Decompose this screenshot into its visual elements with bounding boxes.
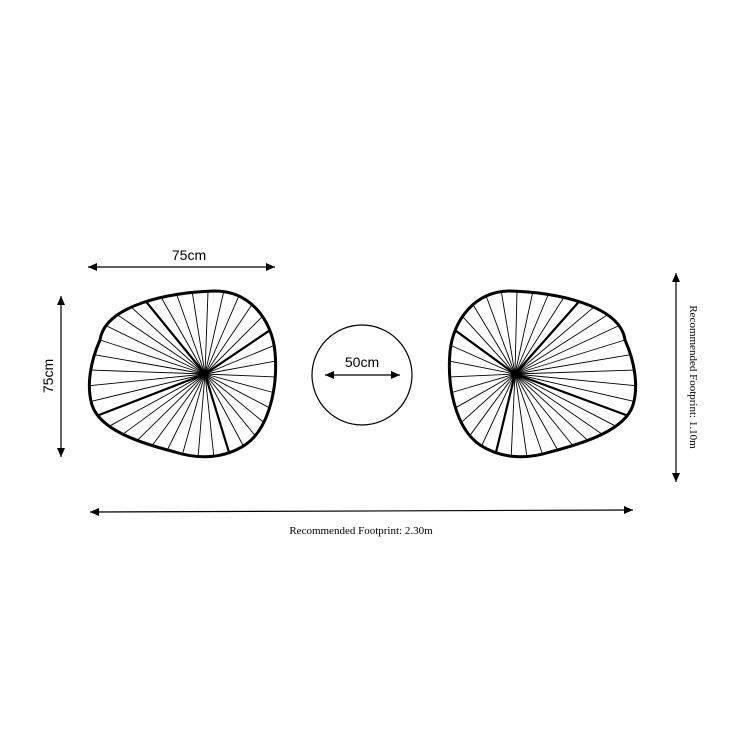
chair-spoke	[99, 339, 206, 375]
chair-spoke	[204, 373, 215, 457]
chair-spoke	[514, 373, 543, 455]
chair-spoke	[105, 325, 206, 375]
chair-spoke	[460, 373, 516, 423]
chair-spoke	[89, 373, 206, 387]
chair-spoke	[514, 373, 603, 435]
chair-spoke	[117, 314, 206, 375]
chair-spoke	[514, 373, 574, 446]
chair-spoke	[204, 373, 270, 409]
chair-spoke	[514, 373, 617, 427]
chair-spoke	[108, 373, 206, 427]
chair-spoke	[514, 297, 565, 375]
chair-spoke	[204, 291, 225, 375]
chair-spoke	[514, 373, 589, 441]
chair-spoke	[204, 373, 244, 447]
right-chair	[447, 289, 638, 459]
chair-spoke	[514, 373, 635, 402]
chair-spoke	[514, 354, 631, 375]
chair-spoke	[451, 373, 516, 393]
left-chair-hub	[201, 370, 209, 378]
chair-spoke	[514, 373, 528, 457]
chair-spoke	[203, 373, 231, 454]
chair-spoke	[90, 369, 206, 375]
footprint-width-arrow	[89, 506, 634, 516]
chair-spoke	[97, 372, 206, 417]
chair-spoke	[514, 292, 534, 375]
chair-spoke	[485, 295, 516, 375]
chair-spoke	[454, 329, 516, 375]
chair-spoke	[204, 295, 240, 375]
right-chair-outline	[447, 289, 638, 459]
chair-spoke	[204, 291, 209, 375]
chair-spoke	[481, 373, 516, 447]
left-chair-spokes	[89, 291, 276, 457]
chair-spoke	[204, 316, 263, 375]
chair-spoke	[136, 373, 206, 441]
chair-spoke	[204, 373, 256, 436]
chair-spoke	[514, 373, 636, 387]
chair-spoke	[191, 292, 206, 375]
chair-spoke	[94, 354, 206, 375]
chair-spoke	[514, 291, 518, 375]
chair-spoke	[204, 304, 253, 375]
chair-spoke	[182, 373, 206, 455]
chair-spoke	[449, 373, 516, 378]
chair-spoke	[90, 373, 206, 402]
chair-spoke	[514, 294, 549, 375]
chair-spoke	[204, 373, 264, 423]
chair-spoke	[514, 373, 559, 451]
chair-spoke	[514, 372, 628, 417]
footprint-depth-label: Recommended Footprint: 1.10m	[687, 305, 699, 449]
chair-spoke	[455, 373, 516, 409]
chair-spoke	[469, 373, 516, 436]
chair-spoke	[449, 360, 516, 375]
chair-spoke	[472, 304, 516, 375]
chair-width-label: 75cm	[172, 247, 206, 263]
footprint-width-label: Recommended Footprint: 2.30m	[289, 525, 433, 537]
chair-spoke	[151, 373, 206, 446]
chair-spoke	[514, 306, 594, 375]
chair-spoke	[197, 373, 206, 457]
chair-spoke	[514, 339, 626, 375]
chair-depth-label: 75cm	[40, 359, 56, 393]
table-diameter-label: 50cm	[345, 354, 379, 370]
chair-spoke	[176, 294, 206, 375]
chair-spoke	[514, 300, 580, 375]
chair-spoke	[462, 316, 516, 375]
chair-spoke	[204, 373, 276, 378]
chair-spoke	[130, 306, 206, 375]
chair-spoke	[514, 369, 635, 375]
right-chair-hub	[511, 370, 519, 378]
chair-spoke	[204, 360, 276, 375]
chair-spoke	[514, 314, 608, 375]
chair-spoke	[514, 325, 620, 375]
chair-spoke	[204, 344, 275, 375]
chair-spoke	[145, 300, 206, 375]
right-chair-spokes	[449, 291, 636, 457]
chair-spoke	[204, 373, 274, 393]
left-chair	[87, 289, 278, 459]
chair-spoke	[160, 297, 206, 375]
chair-spoke	[494, 373, 517, 453]
chair-spoke	[500, 291, 516, 375]
chair-spoke	[450, 344, 516, 375]
chair-spoke	[166, 373, 206, 451]
side-table-outline	[311, 324, 413, 426]
chair-spoke	[204, 329, 271, 375]
chair-spoke	[122, 373, 206, 435]
chair-spoke	[510, 373, 516, 457]
left-chair-outline	[87, 289, 278, 459]
